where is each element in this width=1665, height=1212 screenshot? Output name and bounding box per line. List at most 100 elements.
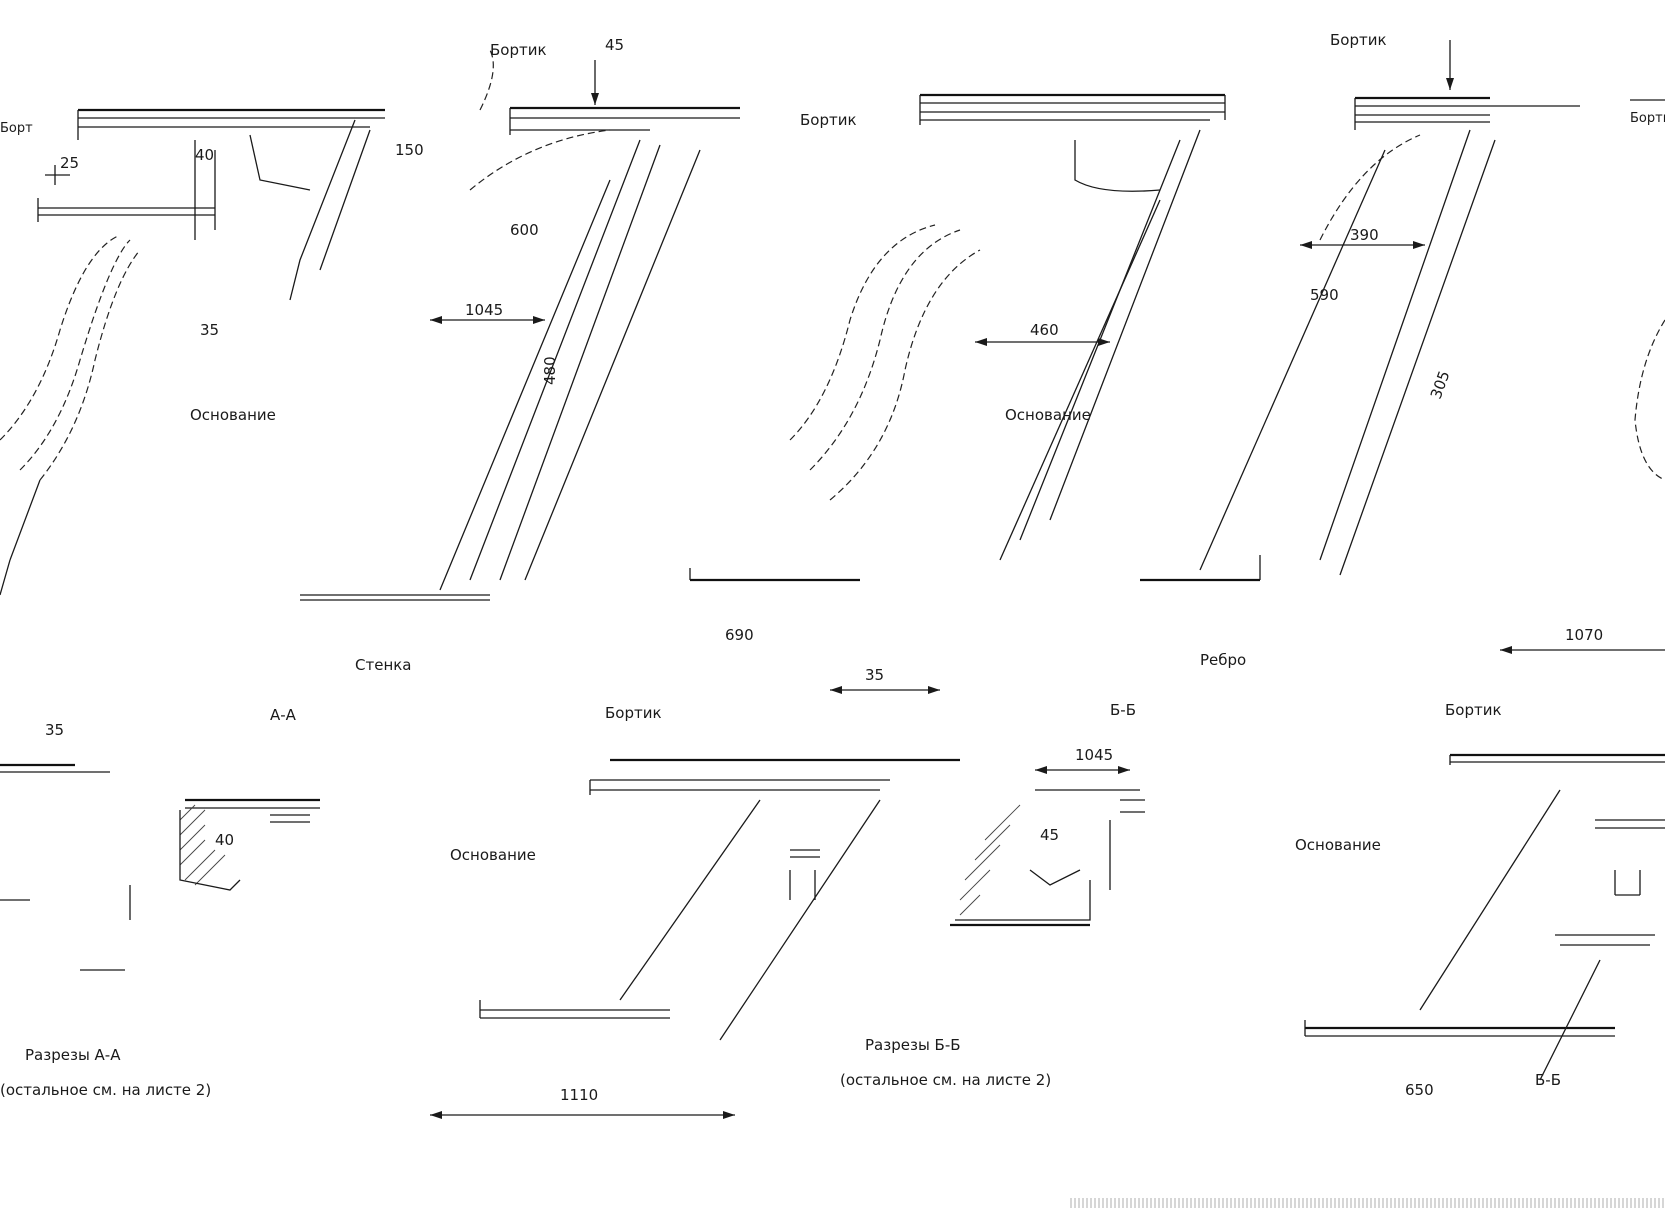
hidden-curve [19, 239, 131, 471]
arrow-head [430, 1111, 442, 1119]
dim-text: 600 [510, 221, 539, 239]
leader-label: Основание [190, 406, 276, 424]
note-line2: (остальное см. на листе 2) [840, 1071, 1051, 1089]
slant-wall [1319, 129, 1471, 561]
view-2: Бортик 45 1045 600 480 Стенка [300, 36, 740, 674]
section-a-a: А-А 35 40 Разрезы А-А (остальное см. на … [0, 706, 320, 1099]
arrow-head [533, 316, 545, 324]
dim-text: 460 [1030, 321, 1059, 339]
slant-wall [319, 129, 371, 271]
dim-text: 1070 [1565, 626, 1603, 644]
leader-label: Основание [450, 846, 536, 864]
hidden-curve [39, 249, 141, 481]
hidden-curve [829, 249, 981, 501]
slant-wall [719, 799, 881, 1041]
slant-wall [1199, 149, 1386, 571]
slant-wall [999, 199, 1161, 561]
section-marker: А-А [270, 706, 297, 724]
slant-wall [1539, 959, 1601, 1081]
wall-line [9, 479, 41, 561]
hatched-region [179, 804, 226, 886]
arrow-head [1413, 241, 1425, 249]
dim-text: 1045 [1075, 746, 1113, 764]
leader-label: Стенка [355, 656, 412, 674]
profile-curve [249, 134, 311, 191]
arrow-head [1118, 766, 1130, 774]
leader-label: Бортик [800, 111, 857, 129]
dim-text: 25 [60, 154, 79, 172]
arrow-head [723, 1111, 735, 1119]
view-3: Бортик 460 Основание 690 [689, 93, 1226, 644]
view-right-bottom: Бортик Основание 650 Б-Б [1295, 701, 1665, 1099]
dim-text: 45 [1040, 826, 1059, 844]
leader-label: Бортик [1330, 31, 1387, 49]
dim-text: 35 [865, 666, 884, 684]
hidden-curve [809, 229, 961, 471]
leader-label: Бортик [1630, 111, 1665, 126]
slant-wall [619, 799, 761, 1001]
dim-text: 40 [195, 146, 214, 164]
slant-wall [439, 179, 611, 591]
slant-wall [1419, 789, 1561, 1011]
slant-wall [499, 144, 661, 581]
arrow-head [1446, 78, 1454, 90]
dim-text: 480 [541, 356, 559, 385]
dim-text: 150 [395, 141, 424, 159]
slant-wall [1049, 129, 1201, 521]
note-line1: Разрезы А-А [25, 1046, 121, 1064]
dim-text: 590 [1310, 286, 1339, 304]
arrow-head [1098, 338, 1110, 346]
view-1-left: Борт 25 40 35 Основание 150 [0, 108, 424, 596]
leader-label: Ребро [1200, 651, 1246, 669]
leader-label: Основание [1295, 836, 1381, 854]
dim-text: 35 [45, 721, 64, 739]
wall-line [0, 559, 11, 596]
arrow-head [591, 93, 599, 105]
scan-edge-strip [1070, 1198, 1665, 1208]
arrow-head [430, 316, 442, 324]
hidden-curve [789, 224, 936, 441]
arrow-head [1500, 646, 1512, 654]
arrow-head [1300, 241, 1312, 249]
dim-text: 390 [1350, 226, 1379, 244]
arrow-head [975, 338, 987, 346]
leader-label: Бортик [605, 704, 662, 722]
dim-text: 305 [1427, 368, 1454, 401]
arrow-head [928, 686, 940, 694]
section-b-b: Б-Б 1045 45 Разрезы Б-Б (остальное см. н… [840, 701, 1145, 1089]
hidden-curve [1634, 319, 1665, 481]
slant-wall [289, 119, 356, 301]
leader-label: Основание [1005, 406, 1091, 424]
section-marker: Б-Б [1110, 701, 1136, 719]
hidden-curve [469, 129, 611, 191]
dim-text: 1045 [465, 301, 503, 319]
hatched-region [959, 804, 1021, 916]
dim-text: 45 [605, 36, 624, 54]
assembly-view: Бортик Основание 35 1110 [430, 666, 960, 1119]
dim-text: 40 [215, 831, 234, 849]
dim-text: 650 [1405, 1081, 1434, 1099]
profile-curve [1074, 140, 1161, 192]
note-line1: Разрезы Б-Б [865, 1036, 961, 1054]
arrow-head [1035, 766, 1047, 774]
detail-curve [1029, 869, 1081, 886]
slant-wall [469, 139, 641, 581]
section-profile [955, 880, 1091, 921]
hidden-curve [479, 49, 494, 111]
slant-wall [1339, 139, 1496, 576]
note-line2: (остальное см. на листе 2) [0, 1081, 211, 1099]
leader-label: Бортик [1445, 701, 1502, 719]
leader-label: Бортик [490, 41, 547, 59]
hidden-curve [0, 234, 121, 441]
view-4: Бортик 390 590 305 Ребро 1070 [1140, 31, 1665, 669]
arrow-head [830, 686, 842, 694]
section-profile [179, 810, 241, 891]
hidden-curve [1319, 134, 1421, 241]
view-5-cut: Бортик [1630, 99, 1665, 481]
dim-text: 690 [725, 626, 754, 644]
dim-text: 35 [200, 321, 219, 339]
slant-wall [524, 149, 701, 581]
label-edge: Борт [0, 121, 33, 136]
dim-text: 1110 [560, 1086, 598, 1104]
